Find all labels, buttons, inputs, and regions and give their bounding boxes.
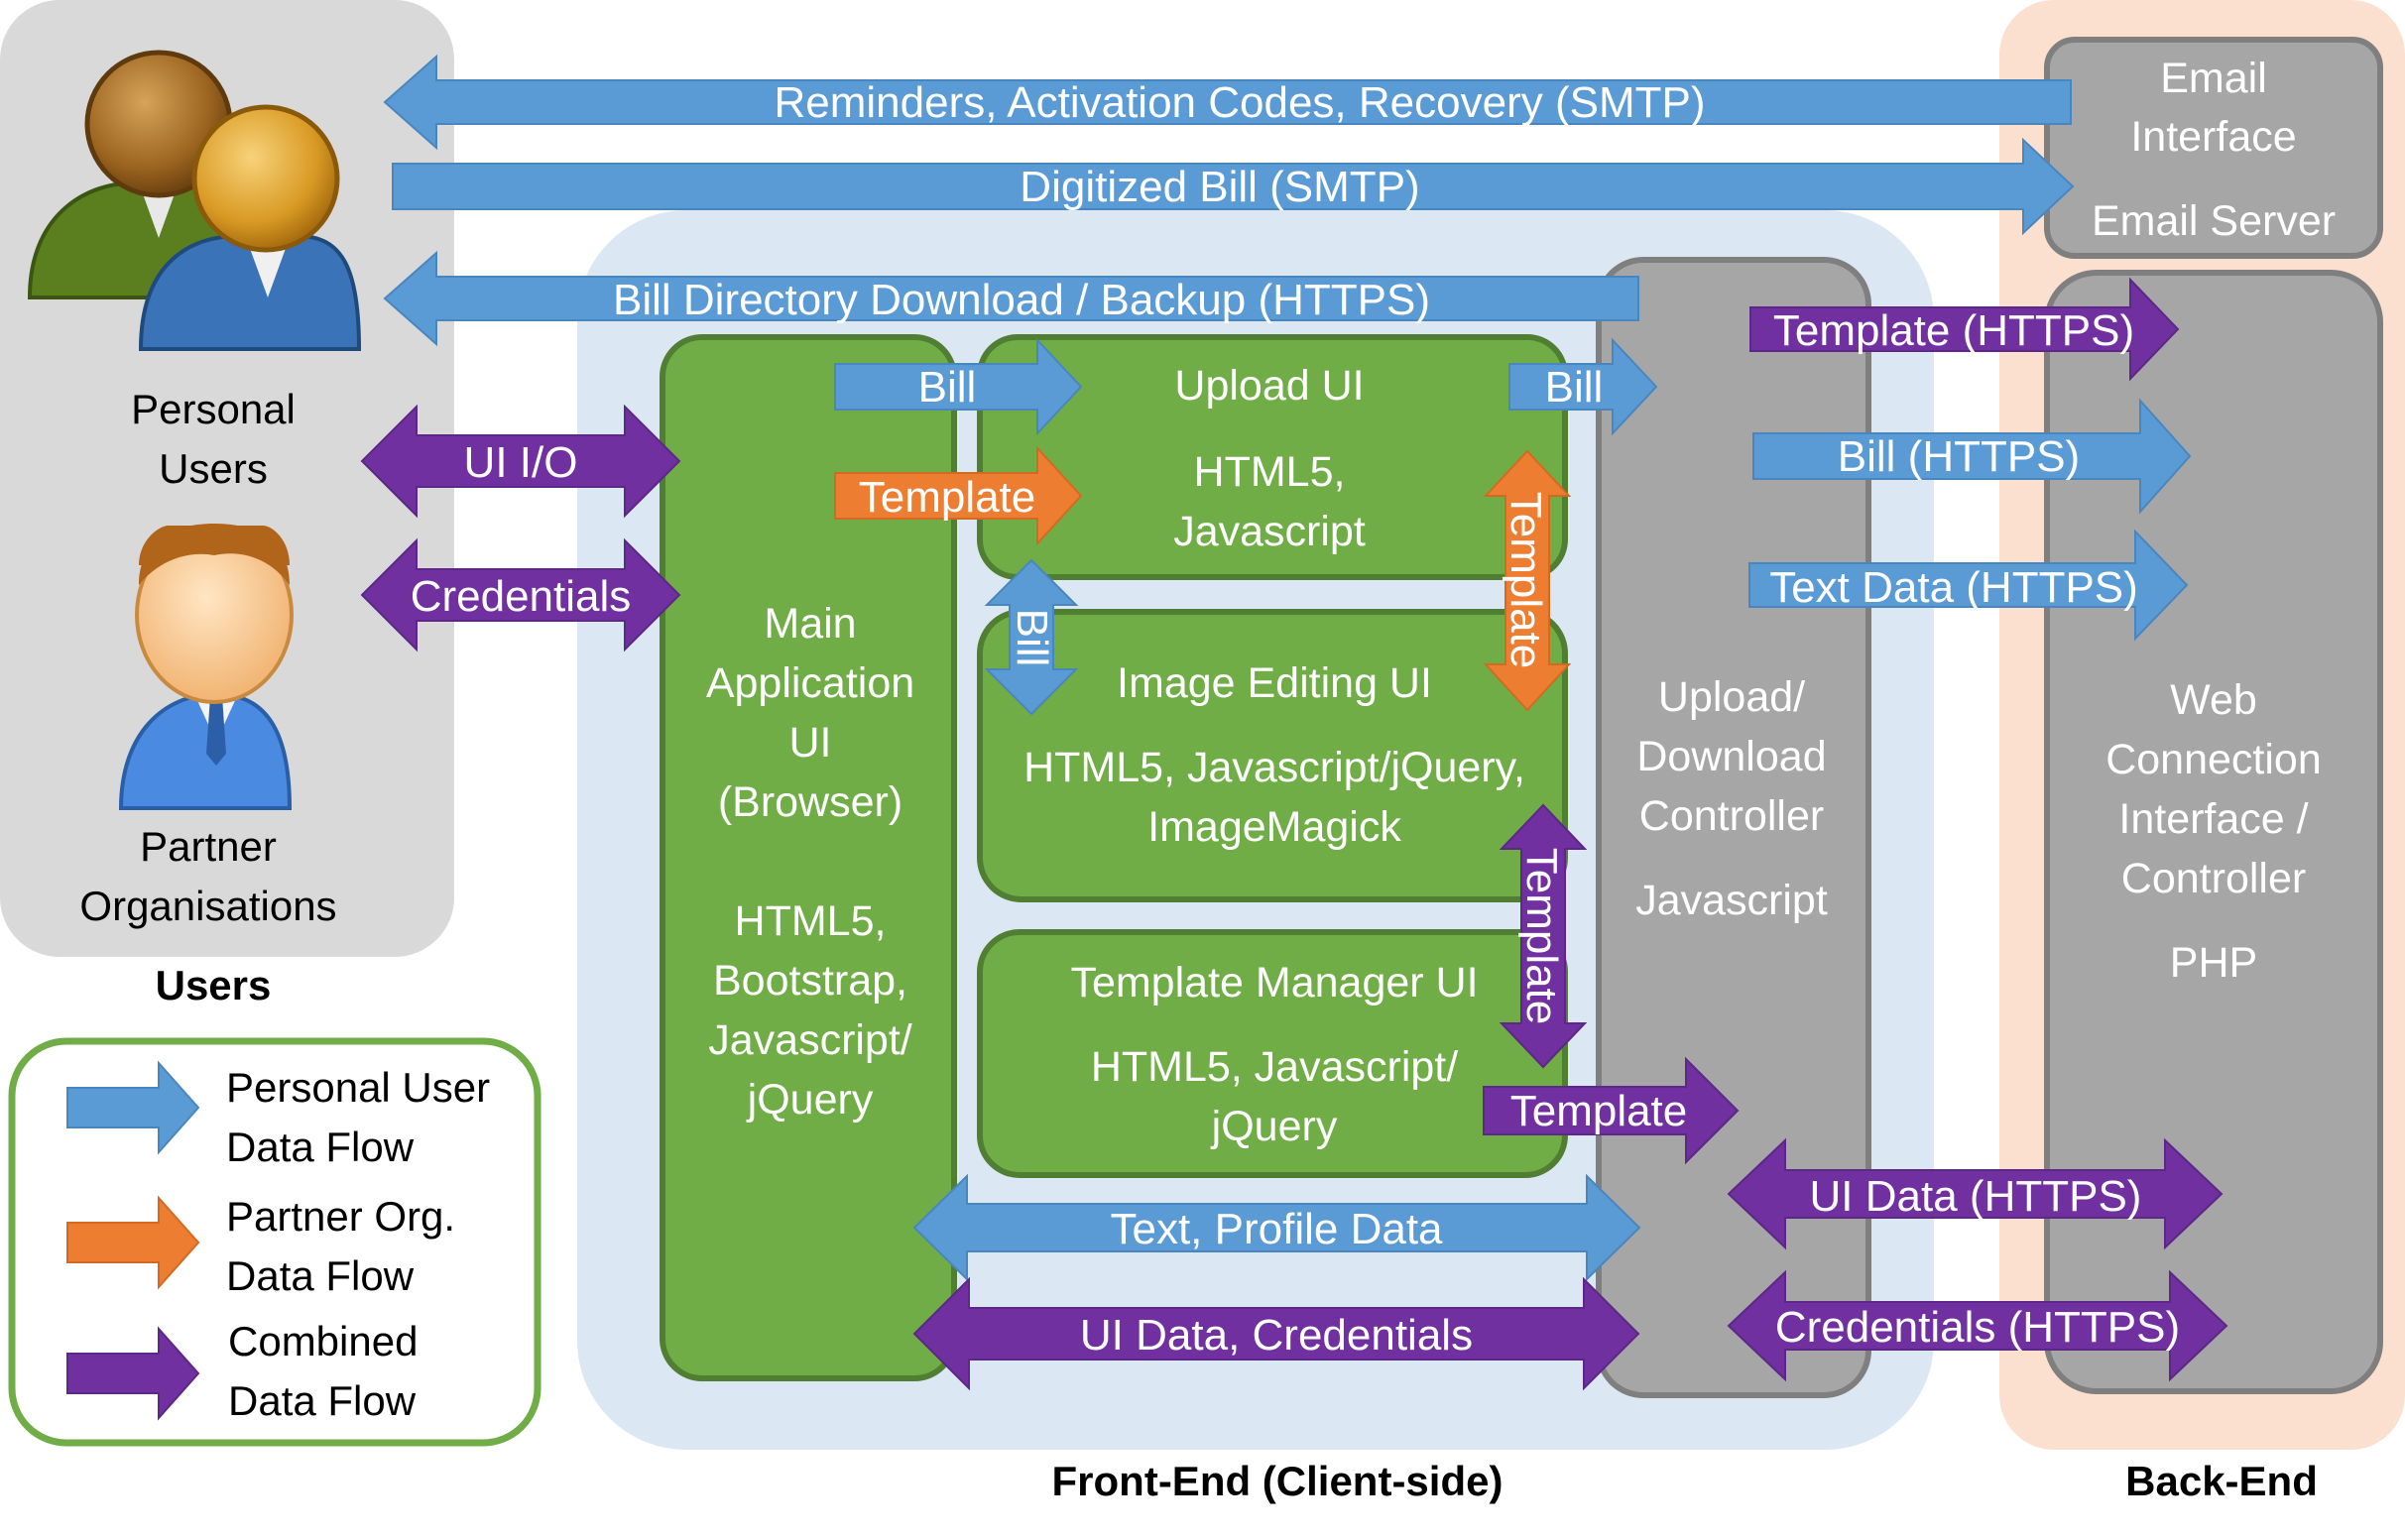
main-app-tech4: jQuery — [746, 1076, 874, 1124]
partner-organisations-icon — [118, 524, 294, 810]
label-ui-data-credentials: UI Data, Credentials — [1080, 1311, 1473, 1360]
label-bill-directory: Bill Directory Download / Backup (HTTPS) — [613, 276, 1430, 324]
arrow-ui-data-credentials — [912, 1276, 1640, 1391]
arrow-template-to-controller — [1483, 1056, 1740, 1165]
upload-ui-title: Upload UI — [1174, 362, 1364, 410]
arrow-text-profile — [912, 1173, 1641, 1282]
arrow-bill-directory — [383, 250, 1639, 347]
main-app-tech3: Javascript/ — [708, 1016, 912, 1064]
label-template-https: Template (HTTPS) — [1773, 306, 2134, 355]
main-app-tech2: Bootstrap, — [713, 957, 907, 1005]
main-app-tech1: HTML5, — [735, 897, 887, 945]
legend-combined-arrow-icon — [66, 1326, 200, 1421]
label-template-vertical-2: Template — [1517, 848, 1566, 1025]
personal-users-label-2: Users — [159, 445, 268, 492]
partner-org-label-2: Organisations — [79, 883, 336, 929]
label-ui-io: UI I/O — [464, 438, 578, 487]
main-app-line4: (Browser) — [718, 778, 902, 826]
email-interface-line1: Email — [2160, 55, 2267, 102]
arrow-bill-upload-to-controller — [1508, 337, 1658, 436]
label-template-vertical-1: Template — [1502, 492, 1550, 669]
arrow-template-https — [1749, 277, 2180, 382]
arrow-ui-data-https — [1727, 1137, 2224, 1250]
legend-personal-arrow-icon — [66, 1060, 200, 1155]
personal-users-label-1: Personal — [131, 386, 296, 432]
web-connection-controller-box — [2044, 270, 2383, 1394]
template-ui-title: Template Manager UI — [1070, 959, 1478, 1007]
label-credentials-https: Credentials (HTTPS) — [1775, 1303, 2180, 1352]
personal-users-icon — [27, 50, 362, 351]
upload-ui-tech2: Javascript — [1173, 508, 1366, 555]
users-section-title: Users — [156, 962, 272, 1008]
partner-org-label-1: Partner — [140, 823, 277, 870]
legend-partner-label-1: Partner Org. — [226, 1193, 455, 1240]
template-ui-tech1: HTML5, Javascript/ — [1091, 1043, 1458, 1091]
legend-partner-label-2: Data Flow — [226, 1252, 415, 1299]
arrow-text-https — [1748, 529, 2189, 642]
legend-combined-label-2: Data Flow — [228, 1377, 417, 1424]
arrow-template-vertical-1 — [1483, 449, 1572, 712]
web-interface-line3: Interface / — [2118, 795, 2308, 843]
label-bill-upload-to-controller: Bill — [1545, 363, 1604, 412]
email-interface-line2: Interface — [2130, 113, 2296, 161]
label-text-https: Text Data (HTTPS) — [1769, 563, 2138, 612]
arrow-credentials-users — [360, 537, 681, 652]
main-application-ui-box — [660, 334, 957, 1381]
image-ui-tech2: ImageMagick — [1147, 803, 1401, 851]
upload-ui-tech1: HTML5, — [1194, 448, 1346, 496]
email-server-label: Email Server — [2092, 197, 2336, 245]
controller-line1: Upload/ — [1658, 673, 1805, 721]
image-editing-ui-box — [977, 609, 1568, 902]
web-interface-line2: Connection — [2105, 736, 2322, 783]
main-app-line1: Main — [764, 600, 856, 648]
legend-personal-label-2: Data Flow — [226, 1124, 415, 1170]
web-interface-line4: Controller — [2121, 855, 2306, 902]
label-template-to-upload: Template — [859, 473, 1036, 522]
web-interface-line1: Web — [2170, 676, 2257, 724]
front-end-section-title: Front-End (Client-side) — [1052, 1458, 1503, 1504]
label-ui-data-https: UI Data (HTTPS) — [1810, 1172, 2142, 1221]
email-interface-box — [2044, 37, 2383, 259]
controller-tech: Javascript — [1635, 877, 1828, 924]
label-digitized-bill: Digitized Bill (SMTP) — [1020, 163, 1419, 211]
upload-ui-box — [977, 334, 1568, 580]
image-ui-title: Image Editing UI — [1117, 659, 1432, 707]
arrow-template-to-upload — [834, 445, 1083, 546]
arrow-bill-https — [1752, 398, 2192, 515]
legend-combined-label-1: Combined — [228, 1318, 418, 1364]
controller-line2: Download — [1636, 733, 1826, 780]
label-reminders: Reminders, Activation Codes, Recovery (S… — [775, 78, 1706, 127]
legend-box — [8, 1037, 541, 1447]
arrow-template-vertical-2 — [1499, 803, 1588, 1069]
label-bill-to-upload: Bill — [918, 363, 977, 412]
image-ui-tech1: HTML5, Javascript/jQuery, — [1023, 744, 1525, 791]
arrow-bill-to-upload — [834, 337, 1083, 436]
main-app-line3: UI — [789, 719, 832, 767]
legend-personal-label-1: Personal User — [226, 1064, 490, 1111]
arrow-credentials-https — [1727, 1269, 2228, 1382]
main-app-line2: Application — [706, 659, 914, 707]
label-credentials-users: Credentials — [411, 572, 632, 621]
label-bill-vertical: Bill — [1008, 609, 1056, 667]
controller-line3: Controller — [1639, 792, 1824, 840]
template-ui-tech2: jQuery — [1210, 1103, 1338, 1150]
arrow-reminders — [383, 54, 2072, 151]
label-text-profile: Text, Profile Data — [1110, 1205, 1443, 1253]
label-template-to-controller: Template — [1510, 1087, 1688, 1135]
template-manager-ui-box — [977, 929, 1568, 1178]
web-interface-tech: PHP — [2170, 939, 2257, 987]
legend-partner-arrow-icon — [66, 1195, 200, 1290]
arrow-bill-vertical — [984, 558, 1079, 716]
arrow-ui-io — [360, 404, 681, 519]
label-bill-https: Bill (HTTPS) — [1838, 432, 2080, 481]
arrow-digitized-bill — [392, 137, 2075, 236]
back-end-section-title: Back-End — [2125, 1458, 2318, 1504]
